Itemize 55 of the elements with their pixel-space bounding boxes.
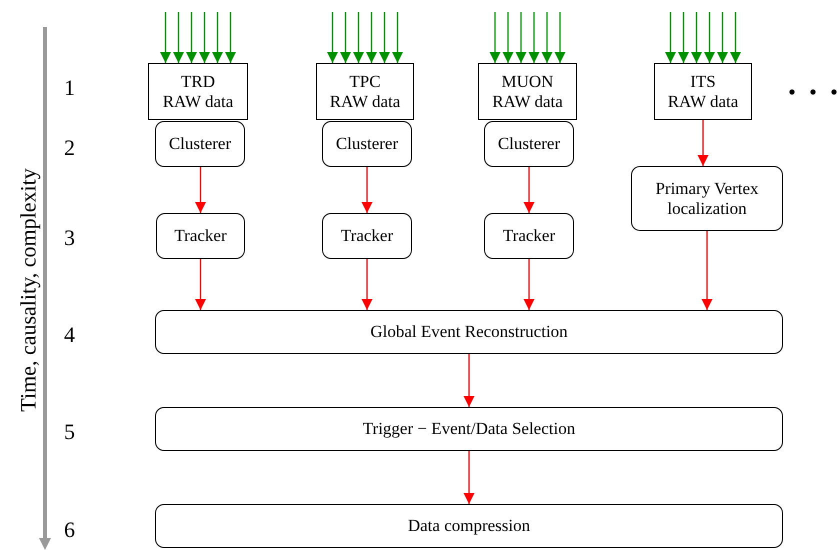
process-box: Data compression	[155, 504, 783, 548]
step-number: 1	[64, 75, 75, 101]
arrow	[524, 167, 534, 213]
arrow	[186, 12, 197, 63]
arrow	[665, 12, 676, 63]
process-box: Tracker	[484, 213, 574, 259]
arrow	[464, 354, 474, 407]
step-number: 2	[64, 135, 75, 161]
arrow	[698, 120, 708, 166]
axis-title: Time, causality, complexity	[15, 168, 42, 412]
arrow	[516, 12, 526, 63]
arrow	[173, 12, 184, 63]
arrow	[678, 12, 689, 63]
arrow	[160, 12, 171, 63]
process-box: Primary Vertex localization	[631, 166, 783, 231]
arrow	[366, 12, 377, 63]
arrow	[212, 12, 223, 63]
step-number: 5	[64, 419, 75, 445]
arrow	[379, 12, 390, 63]
arrow	[195, 259, 206, 310]
arrow	[702, 231, 712, 310]
data-source-box: TRD RAW data	[148, 63, 248, 120]
arrow	[464, 451, 474, 504]
arrow	[704, 12, 715, 63]
step-number: 6	[64, 517, 75, 543]
step-number: 3	[64, 225, 75, 251]
arrow	[554, 12, 566, 63]
process-box: Clusterer	[484, 121, 574, 167]
arrow	[199, 12, 210, 63]
arrow	[195, 167, 206, 213]
data-source-box: MUON RAW data	[478, 63, 577, 120]
arrow	[528, 12, 540, 63]
arrow	[362, 167, 372, 213]
arrow	[524, 259, 534, 310]
process-box: Trigger − Event/Data Selection	[155, 407, 783, 451]
process-box: Tracker	[156, 213, 245, 259]
arrow	[717, 12, 728, 63]
process-box: Clusterer	[322, 121, 412, 167]
arrow	[353, 12, 364, 63]
data-source-box: ITS RAW data	[654, 63, 752, 120]
arrow	[542, 12, 552, 63]
step-number: 4	[64, 322, 75, 348]
data-source-box: TPC RAW data	[316, 63, 414, 120]
arrow	[225, 12, 236, 63]
arrow	[691, 12, 702, 63]
arrow	[490, 12, 500, 63]
arrow	[327, 12, 338, 63]
arrow	[340, 12, 351, 63]
arrow	[730, 12, 741, 63]
arrow	[362, 259, 372, 310]
arrow	[502, 12, 514, 63]
process-box: Global Event Reconstruction	[155, 310, 783, 354]
arrow	[392, 12, 403, 63]
process-box: Tracker	[322, 213, 412, 259]
process-box: Clusterer	[155, 121, 245, 167]
